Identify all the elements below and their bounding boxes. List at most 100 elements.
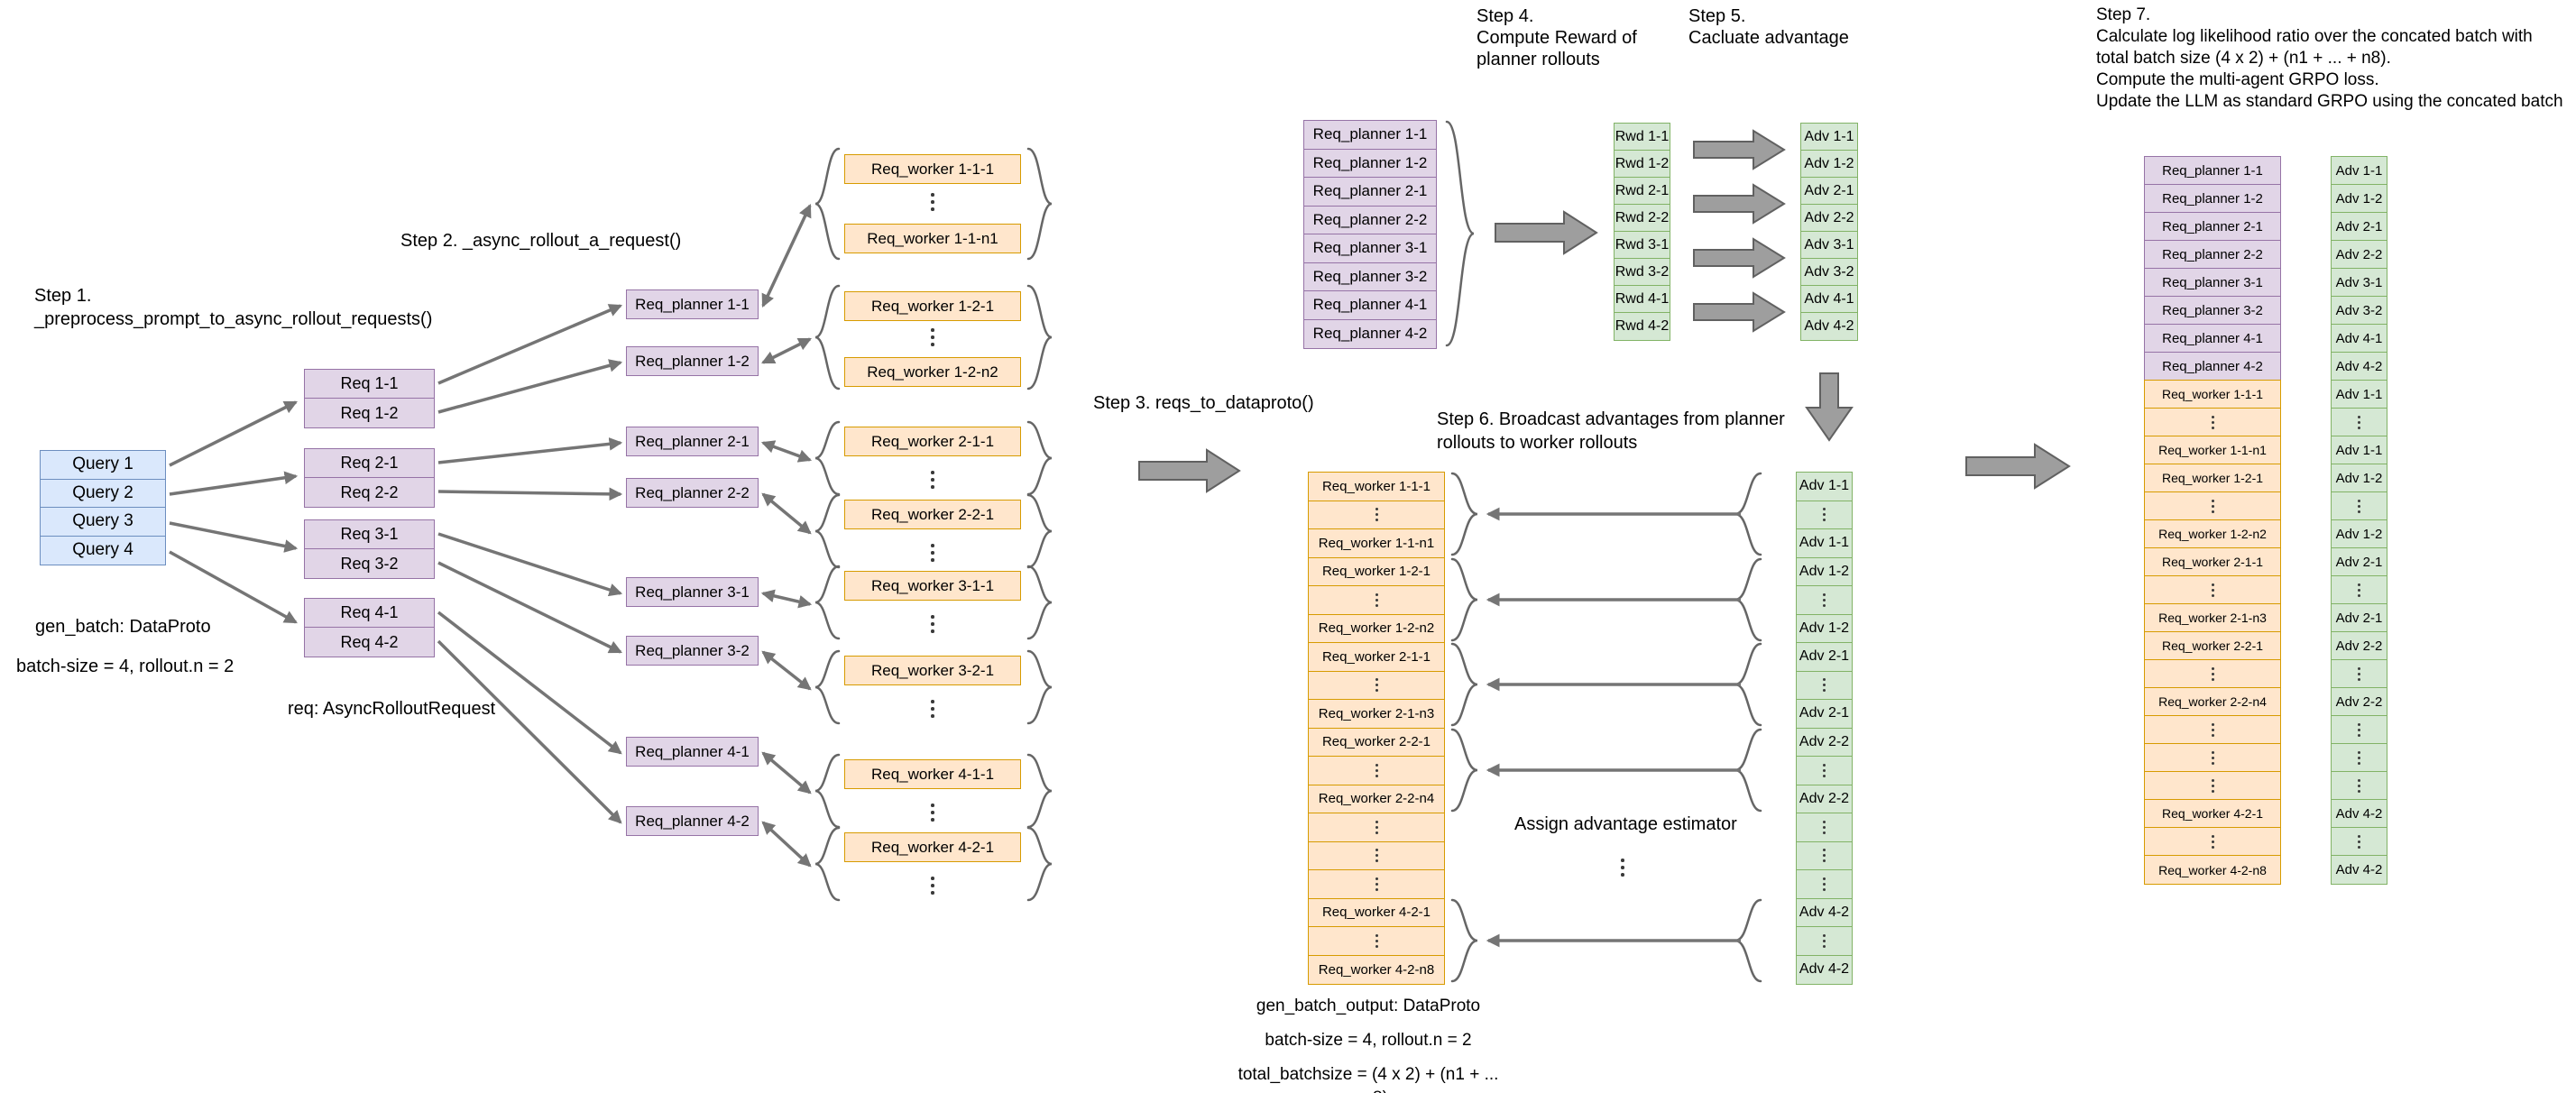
req-row: Req 2-2 xyxy=(305,478,434,507)
concat-worker-row xyxy=(2145,716,2280,744)
req-row: Req 3-2 xyxy=(305,549,434,578)
left-brace xyxy=(814,493,841,569)
advantage-row: Adv 1-2 xyxy=(1801,151,1857,178)
step3-block-arrow xyxy=(1138,448,1241,493)
planner-rollout-row: Req_planner 4-1 xyxy=(1304,291,1436,320)
reward-row: Rwd 3-1 xyxy=(1615,232,1670,259)
concat-worker-row: Req_worker 1-1-1 xyxy=(2145,381,2280,409)
reward-row: Rwd 4-2 xyxy=(1615,313,1670,340)
advantage-row xyxy=(1797,841,1852,870)
advantage-row: Adv 1-2 xyxy=(2332,464,2387,492)
advantage-row: Adv 3-1 xyxy=(2332,269,2387,297)
planner-rollout-row: Req_planner 3-2 xyxy=(1304,262,1436,291)
left-brace xyxy=(814,147,841,261)
adv-brace xyxy=(1734,642,1762,727)
worker-rollout-row: Req_worker 2-2-n4 xyxy=(1309,785,1444,813)
planner-box-3-2: Req_planner 3-2 xyxy=(626,636,759,666)
planner-box-2-1: Req_planner 2-1 xyxy=(626,427,759,456)
concat-planner-row: Req_planner 4-1 xyxy=(2145,325,2280,353)
worker-box-4-1-1: Req_worker 4-1-1 xyxy=(844,759,1021,789)
right-brace xyxy=(1026,147,1053,261)
advantage-row xyxy=(1797,870,1852,899)
arrow xyxy=(169,471,299,496)
step6-label: Step 6. Broadcast advantages from planne… xyxy=(1437,409,1785,453)
arrow xyxy=(169,521,299,553)
planner-box-1-1: Req_planner 1-1 xyxy=(626,289,759,319)
advantage-row xyxy=(1797,757,1852,785)
concat-worker-row: Req_worker 2-2-n4 xyxy=(2145,688,2280,716)
step1-label: Step 1. _preprocess_prompt_to_async_roll… xyxy=(34,286,433,329)
advantage-row xyxy=(1797,501,1852,529)
worker-brace xyxy=(1450,898,1478,983)
advantage-row: Adv 1-1 xyxy=(1797,529,1852,558)
req-row: Req 2-1 xyxy=(305,449,434,478)
advantage-row: Adv 2-1 xyxy=(1797,700,1852,729)
advantage-row: Adv 2-1 xyxy=(2332,604,2387,632)
advantage-row: Adv 1-2 xyxy=(2332,520,2387,548)
advantage-row xyxy=(2332,772,2387,800)
advantage-row: Adv 3-2 xyxy=(1801,259,1857,286)
advantage-row: Adv 3-2 xyxy=(2332,297,2387,325)
worker-rollout-row: Req_worker 1-1-n1 xyxy=(1309,529,1444,558)
arrow xyxy=(437,561,622,654)
right-brace xyxy=(1026,493,1053,569)
advantage-row: Adv 2-1 xyxy=(2332,213,2387,241)
advantage-row: Adv 2-2 xyxy=(1801,205,1857,232)
right-brace xyxy=(1026,420,1053,496)
bi-arrow xyxy=(761,751,812,794)
vertical-dots xyxy=(931,193,934,211)
advantage-row xyxy=(2332,576,2387,604)
vertical-dots xyxy=(931,877,934,895)
planner-box-1-2: Req_planner 1-2 xyxy=(626,346,759,376)
advantage-row: Adv 1-2 xyxy=(1797,557,1852,586)
concat-worker-row xyxy=(2145,772,2280,800)
assign-advantage-label: Assign advantage estimator xyxy=(1514,814,1737,834)
advantage-row: Adv 2-1 xyxy=(1801,178,1857,205)
advantage-row xyxy=(2332,828,2387,856)
bi-arrow xyxy=(761,492,812,535)
advantage-row: Adv 1-1 xyxy=(1797,473,1852,501)
bi-arrow xyxy=(760,440,813,463)
advantage-row: Adv 4-2 xyxy=(2332,800,2387,828)
advantage-row xyxy=(2332,492,2387,520)
advantage-row xyxy=(1797,813,1852,842)
vertical-dots xyxy=(931,804,934,822)
advantage-row: Adv 4-1 xyxy=(1801,286,1857,313)
concat-planner-row: Req_planner 1-1 xyxy=(2145,157,2280,185)
advantage-row xyxy=(2332,744,2387,772)
advantage-row: Adv 2-2 xyxy=(2332,241,2387,269)
concat-planner-row: Req_planner 3-1 xyxy=(2145,269,2280,297)
concat-worker-row: Req_worker 1-2-n2 xyxy=(2145,520,2280,548)
worker-box-2-2-1: Req_worker 2-2-1 xyxy=(844,500,1021,529)
reward-to-adv-arrow xyxy=(1693,291,1786,333)
advantage-row: Adv 4-1 xyxy=(2332,325,2387,353)
planner-rollout-row: Req_planner 1-1 xyxy=(1304,121,1436,150)
worker-rollout-row: Req_worker 2-2-1 xyxy=(1309,728,1444,757)
planner-box-4-1: Req_planner 4-1 xyxy=(626,737,759,767)
concat-worker-row xyxy=(2145,492,2280,520)
advantage-row xyxy=(2332,409,2387,436)
adv-brace xyxy=(1734,472,1762,556)
reward-to-adv-arrow xyxy=(1693,129,1786,170)
step7-label: Step 7. Calculate log likelihood ratio o… xyxy=(2096,5,2563,111)
planner-rollout-row: Req_planner 2-2 xyxy=(1304,206,1436,234)
advantage-row: Adv 2-2 xyxy=(1797,728,1852,757)
worker-box-2-1-1: Req_worker 2-1-1 xyxy=(844,427,1021,456)
query-row: Query 1 xyxy=(41,451,165,480)
bi-arrow xyxy=(761,650,812,691)
arrow xyxy=(437,639,622,824)
broadcast-arrows xyxy=(1450,472,1762,983)
concat-planner-row: Req_planner 2-1 xyxy=(2145,213,2280,241)
worker-brace xyxy=(1450,472,1478,556)
arrow xyxy=(169,550,298,624)
advantage-row: Adv 1-1 xyxy=(2332,436,2387,464)
worker-rollout-row: Req_worker 1-2-1 xyxy=(1309,557,1444,586)
right-brace xyxy=(1026,826,1053,902)
planner-rollout-row: Req_planner 3-1 xyxy=(1304,234,1436,263)
reward-row: Rwd 1-1 xyxy=(1615,124,1670,151)
